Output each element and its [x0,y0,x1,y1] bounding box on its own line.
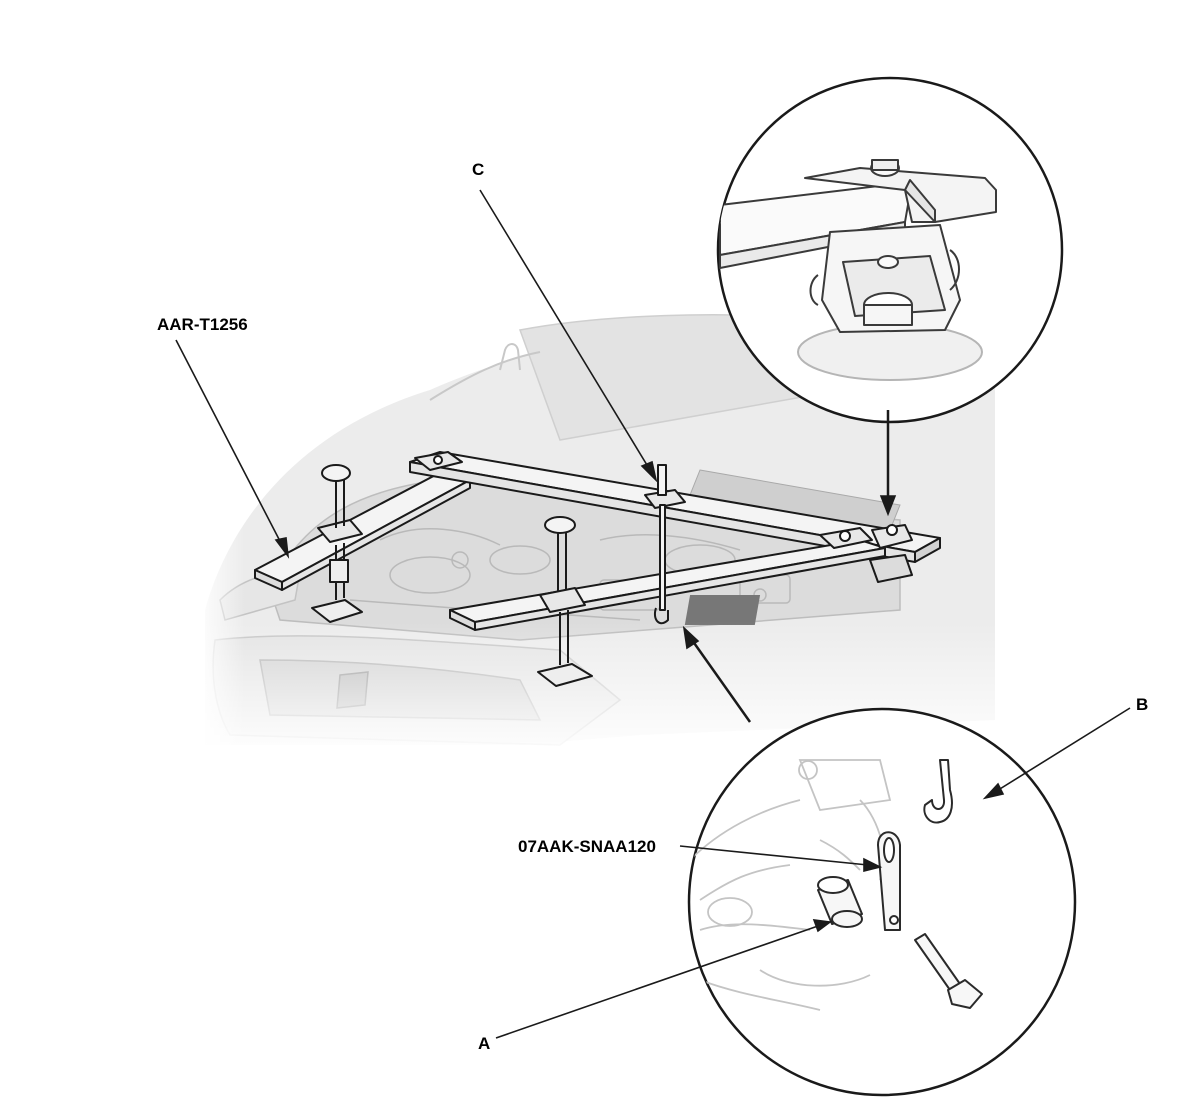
detail-inset-top [716,76,1064,424]
leader-a [495,925,819,1039]
label-c: C [472,160,484,179]
label-aar-t1256: AAR-T1256 [157,315,248,334]
arrowhead-bottom-inset [682,625,700,650]
label-07aak-snaa120: 07AAK-SNAA120 [518,837,656,856]
leader-b [994,707,1131,793]
left-knob [321,464,351,482]
arrowhead-part [863,857,883,873]
engine-support-frame [254,451,941,687]
arrowhead-a [812,919,833,933]
arrowhead-c [640,460,658,483]
hook-rod [659,504,666,611]
leader-lines [175,189,1131,1039]
leader-bottom-inset [690,639,752,723]
label-b: B [1136,695,1148,714]
arrowhead-aar [274,537,290,559]
front-knob [544,516,576,534]
leader-aar [175,339,283,546]
left-foot [311,599,363,623]
inset-engine-ghost [689,759,892,1011]
leader-c [479,189,651,471]
hook-b [923,759,953,824]
arrowhead-top-inset [879,495,897,517]
arrowhead-b [982,782,1005,800]
label-a: A [478,1034,490,1053]
mount-right [869,554,913,583]
bolt-head [947,979,983,1009]
inset-bracket [804,167,997,223]
leader-part [679,845,869,866]
hook [654,607,669,625]
front-foot [537,663,593,687]
detail-inset-bottom [687,707,1077,1097]
bracket-07aak [877,831,901,931]
